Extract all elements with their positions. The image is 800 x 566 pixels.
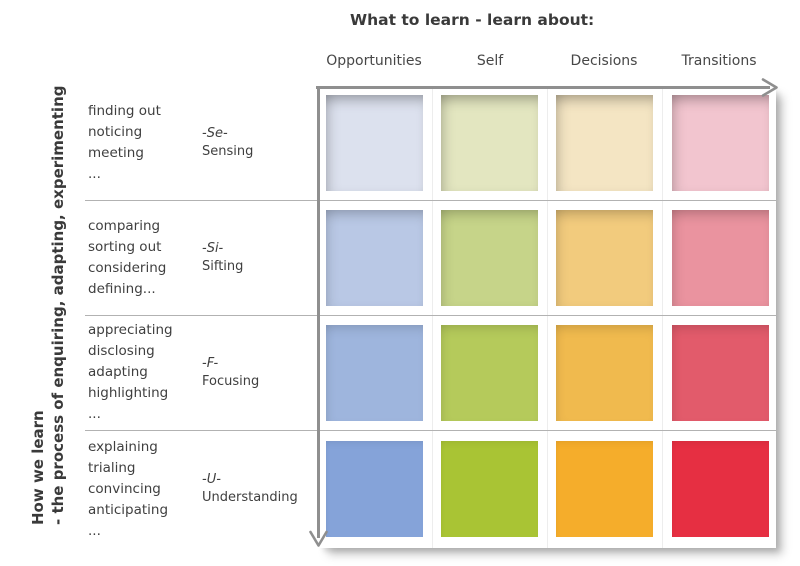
column-separator (547, 88, 548, 548)
column-header-opportunities: Opportunities (326, 53, 422, 69)
row-words: appreciating disclosing adapting highlig… (88, 322, 173, 422)
cell-sifting-transitions (671, 210, 769, 307)
row-name: Focusing (202, 373, 260, 389)
row-name: Sifting (202, 258, 244, 274)
cell-sifting-opportunities (326, 210, 423, 307)
y-axis-title: How we learn - the process of enquiring,… (28, 85, 70, 526)
cell-focusing-transitions (671, 325, 769, 422)
cell-sifting-decisions (556, 210, 654, 307)
column-header-transitions: Transitions (681, 53, 757, 69)
cell-focusing-decisions (556, 325, 654, 422)
row-label-sifting: comparing sorting out considering defini… (88, 200, 198, 315)
row-words: comparing sorting out considering defini… (88, 217, 167, 297)
x-axis-title: What to learn - learn about: (350, 11, 595, 29)
column-separator (662, 88, 663, 548)
row-label-understanding: explaining trialing convincing anticipat… (88, 430, 198, 548)
cell-focusing-opportunities (326, 325, 423, 422)
cell-sensing-transitions (671, 95, 769, 191)
matrix-grid (320, 88, 776, 548)
row-tag-understanding: -U- Understanding (202, 430, 318, 548)
cell-understanding-opportunities (326, 440, 423, 537)
row-code: -Se- (202, 126, 228, 141)
row-code: -U- (202, 472, 221, 487)
cell-sensing-decisions (556, 95, 654, 191)
cell-understanding-self (441, 440, 539, 537)
matrix-panel (320, 88, 776, 548)
cell-focusing-self (441, 325, 539, 422)
row-label-sensing: finding out noticing meeting ... (88, 86, 198, 200)
row-name: Understanding (202, 490, 298, 505)
row-tag-sensing: -Se- Sensing (202, 86, 318, 200)
cell-understanding-transitions (671, 440, 769, 537)
row-code: -F- (202, 355, 219, 371)
row-name: Sensing (202, 144, 254, 159)
row-tag-sifting: -Si- Sifting (202, 200, 318, 315)
cell-sifting-self (441, 210, 539, 307)
row-code: -Si- (202, 240, 224, 256)
column-header-decisions: Decisions (570, 53, 638, 69)
row-divider (85, 200, 776, 201)
row-words: finding out noticing meeting ... (88, 103, 161, 182)
row-words: explaining trialing convincing anticipat… (88, 438, 169, 539)
row-divider (85, 430, 776, 431)
column-separator (432, 88, 433, 548)
row-label-focusing: appreciating disclosing adapting highlig… (88, 315, 198, 430)
y-axis-title-line2: - the process of enquiring, adapting, ex… (49, 85, 67, 526)
y-axis-title-line1: How we learn (29, 410, 47, 525)
cell-sensing-self (441, 95, 539, 191)
column-header-self: Self (476, 53, 504, 69)
cell-sensing-opportunities (326, 95, 423, 191)
row-divider (85, 315, 776, 316)
cell-understanding-decisions (556, 440, 654, 537)
row-tag-focusing: -F- Focusing (202, 315, 318, 430)
